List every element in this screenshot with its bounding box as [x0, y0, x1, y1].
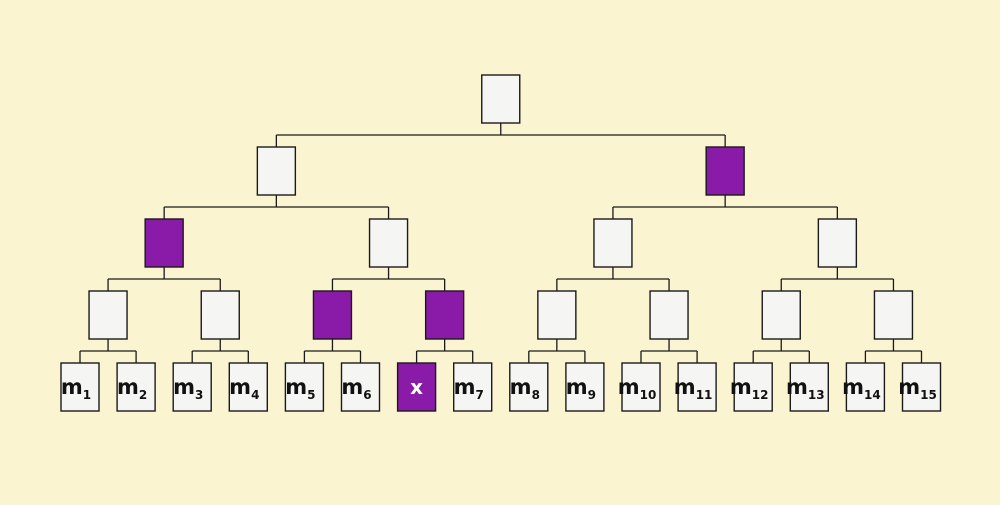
leaf-label-x: x — [410, 375, 423, 399]
leaf-subscript: 14 — [864, 388, 881, 402]
tree-node — [144, 218, 184, 268]
node-box — [677, 362, 717, 412]
highlighted-node-box — [312, 290, 353, 340]
tree-leaf: x — [396, 362, 437, 412]
leaf-subscript: 4 — [251, 388, 259, 402]
leaf-subscript: 9 — [588, 388, 596, 402]
tree-node — [200, 290, 240, 340]
tree-node — [649, 290, 689, 340]
node-box — [509, 362, 549, 412]
tree-leaf: m2 — [116, 362, 156, 412]
tree-leaf: m8 — [509, 362, 549, 412]
leaf-subscript: 15 — [920, 388, 937, 402]
tree-leaf: m11 — [674, 362, 717, 412]
leaf-subscript: 13 — [808, 388, 825, 402]
node-box — [284, 362, 325, 412]
tree-leaf: m13 — [786, 362, 829, 412]
tree-edges — [79, 123, 923, 363]
node-box — [256, 146, 297, 196]
node-box — [845, 362, 886, 412]
tree-leaf: m7 — [453, 362, 493, 412]
node-box — [565, 362, 605, 412]
leaf-subscript: 5 — [307, 388, 315, 402]
leaf-label: m4 — [229, 375, 259, 402]
tree-node — [256, 146, 297, 196]
leaf-subscript: 2 — [139, 388, 147, 402]
leaf-subscript: 11 — [696, 388, 713, 402]
node-box — [593, 218, 633, 268]
node-box — [901, 362, 942, 412]
leaf-subscript: 10 — [640, 388, 657, 402]
node-box — [817, 218, 858, 268]
node-box — [368, 218, 409, 268]
node-box — [649, 290, 689, 340]
highlighted-node-box — [705, 146, 745, 196]
node-box — [60, 362, 100, 412]
tree-node — [817, 218, 858, 268]
node-box — [228, 362, 269, 412]
tree-node — [312, 290, 353, 340]
leaf-label: m15 — [898, 375, 937, 402]
leaf-label: m12 — [730, 375, 769, 402]
tree-nodes: m1 m2 m3 m4 m5 m6 x m7 m8 m9 m10 m11 m12 m13 m14 m15 — [60, 74, 942, 412]
leaf-subscript: 3 — [195, 388, 203, 402]
node-box — [761, 290, 801, 340]
tree-node — [424, 290, 465, 340]
node-box — [789, 362, 829, 412]
tree-leaf: m5 — [284, 362, 325, 412]
tree-node — [368, 218, 409, 268]
tree-node — [537, 290, 577, 340]
leaf-label: m6 — [341, 375, 371, 402]
node-box — [453, 362, 493, 412]
tree-leaf: m3 — [172, 362, 212, 412]
tree-leaf: m14 — [842, 362, 886, 412]
tree-node — [761, 290, 801, 340]
node-box — [873, 290, 914, 340]
leaf-label: m14 — [842, 375, 881, 402]
tree-leaf: m10 — [618, 362, 661, 412]
tree-node — [705, 146, 745, 196]
node-box — [621, 362, 661, 412]
tree-node — [873, 290, 914, 340]
leaf-subscript: 1 — [83, 388, 91, 402]
node-box — [172, 362, 212, 412]
node-box — [200, 290, 240, 340]
tree-leaf: m4 — [228, 362, 269, 412]
tree-leaf: m15 — [898, 362, 942, 412]
tree-node — [593, 218, 633, 268]
node-box — [481, 74, 521, 124]
leaf-subscript: 7 — [475, 388, 483, 402]
node-box — [537, 290, 577, 340]
tree-leaf: m6 — [340, 362, 381, 412]
leaf-subscript: 6 — [363, 388, 371, 402]
highlighted-node-box — [396, 362, 437, 412]
highlighted-node-box — [144, 218, 184, 268]
tree-leaf: m1 — [60, 362, 100, 412]
tree-leaf: m9 — [565, 362, 605, 412]
node-box — [733, 362, 773, 412]
node-box — [88, 290, 128, 340]
tree-node — [88, 290, 128, 340]
node-box — [116, 362, 156, 412]
tree-leaf: m12 — [730, 362, 773, 412]
leaf-subscript: 12 — [752, 388, 769, 402]
leaf-subscript: 8 — [532, 388, 540, 402]
node-box — [340, 362, 381, 412]
highlighted-node-box — [424, 290, 465, 340]
tree-root — [481, 74, 521, 124]
